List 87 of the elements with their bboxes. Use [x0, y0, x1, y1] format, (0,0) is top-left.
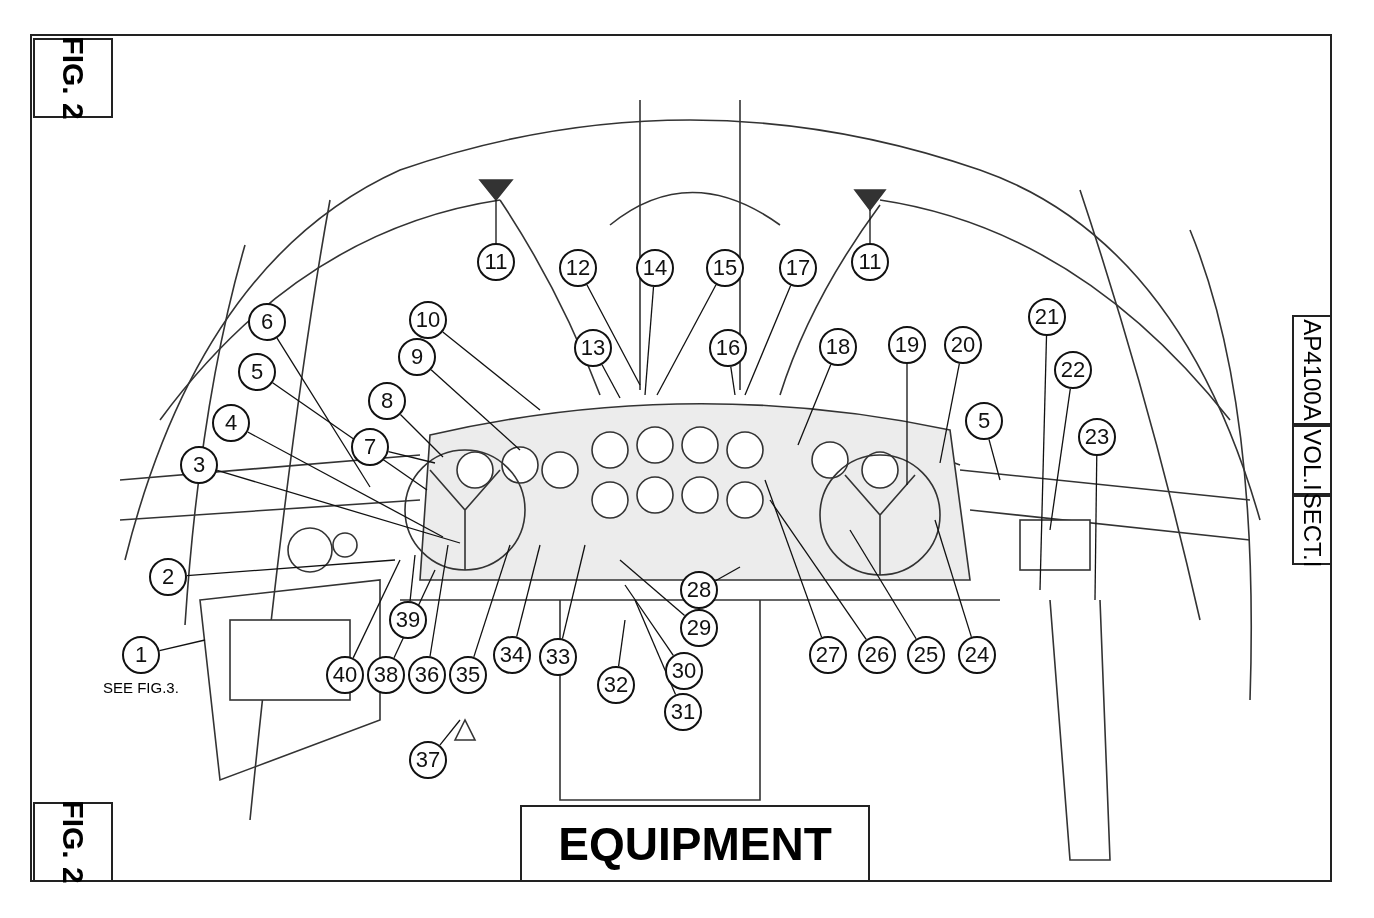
callout-number: 21	[1028, 298, 1066, 336]
callout-number: 5	[238, 353, 276, 391]
leader-line	[430, 369, 521, 451]
document-number: AP4100A	[1298, 319, 1326, 421]
callout-number: 17	[779, 249, 817, 287]
volume-label: VOL.I	[1298, 429, 1326, 491]
callout-number: 29	[680, 609, 718, 647]
leader-line	[473, 544, 511, 658]
leader-line	[399, 413, 444, 458]
figure-number: FIG. 2	[56, 36, 90, 120]
leader-line	[601, 364, 621, 399]
callout-number: 16	[709, 329, 747, 367]
callout-number: 15	[706, 249, 744, 287]
leader-line	[849, 529, 917, 640]
leader-line	[1049, 388, 1071, 531]
leader-line	[619, 559, 686, 617]
callout-number: 28	[680, 571, 718, 609]
leader-line	[276, 337, 371, 488]
leader-line	[714, 566, 741, 582]
callout-number: 38	[367, 656, 405, 694]
leader-line	[939, 363, 960, 464]
leader-line	[442, 331, 541, 411]
callout-number: 8	[368, 382, 406, 420]
callout-number: 6	[248, 303, 286, 341]
section-label: SECT.I	[1298, 492, 1326, 568]
leader-line	[797, 363, 832, 446]
leader-line	[906, 363, 908, 486]
callout-number: 25	[907, 636, 945, 674]
leader-line	[869, 209, 871, 244]
leader-line	[624, 584, 674, 656]
callout-number: 26	[858, 636, 896, 674]
figure-number: FIG. 2	[56, 800, 90, 884]
callout-number: 7	[351, 428, 389, 466]
leader-line	[186, 559, 396, 577]
leader-line	[439, 719, 461, 746]
callout-number: 1	[122, 636, 160, 674]
leader-line	[934, 519, 972, 638]
callout-number: 39	[389, 601, 427, 639]
callout-number: 33	[539, 638, 577, 676]
leader-line	[1039, 335, 1048, 591]
callout-number: 11	[477, 243, 515, 281]
callout-number: 32	[597, 666, 635, 704]
leader-line	[617, 619, 626, 667]
leader-line	[216, 469, 461, 544]
leader-line	[764, 479, 823, 638]
callout-number: 4	[212, 404, 250, 442]
callout-number: 23	[1078, 418, 1116, 456]
callout-number: 27	[809, 636, 847, 674]
leader-line	[656, 284, 717, 396]
leader-line	[586, 284, 641, 386]
callout-number: 19	[888, 326, 926, 364]
leader-line	[1094, 455, 1098, 601]
leader-line	[429, 544, 449, 657]
leader-line	[744, 284, 792, 396]
callout-number: 20	[944, 326, 982, 364]
leader-line	[516, 544, 541, 638]
leader-line	[247, 431, 444, 538]
callout-number: 36	[408, 656, 446, 694]
callout-number: 12	[559, 249, 597, 287]
callout-number: 37	[409, 741, 447, 779]
callout-number: 14	[636, 249, 674, 287]
leader-line	[769, 499, 867, 640]
note-text: SEE FIG.3.	[103, 679, 179, 696]
callout-number: 34	[493, 636, 531, 674]
leader-line	[644, 286, 655, 396]
callout-number: 10	[409, 301, 447, 339]
title-text: EQUIPMENT	[520, 805, 870, 882]
callout-number: 13	[574, 329, 612, 367]
leader-line	[561, 544, 586, 640]
leader-line	[352, 559, 401, 659]
leader-line	[158, 639, 206, 652]
callout-number: 5	[965, 402, 1003, 440]
callout-number: 3	[180, 446, 218, 484]
callout-number: 11	[851, 243, 889, 281]
leader-line	[409, 554, 416, 602]
callout-number: 2	[149, 558, 187, 596]
leader-line	[730, 366, 736, 396]
callout-number: 22	[1054, 351, 1092, 389]
leader-line	[495, 199, 497, 244]
callout-number: 31	[664, 693, 702, 731]
callout-number: 30	[665, 652, 703, 690]
callout-number: 9	[398, 338, 436, 376]
leader-line	[387, 450, 436, 464]
leader-line	[988, 438, 1001, 481]
callout-number: 24	[958, 636, 996, 674]
callout-number: 35	[449, 656, 487, 694]
callout-number: 18	[819, 328, 857, 366]
